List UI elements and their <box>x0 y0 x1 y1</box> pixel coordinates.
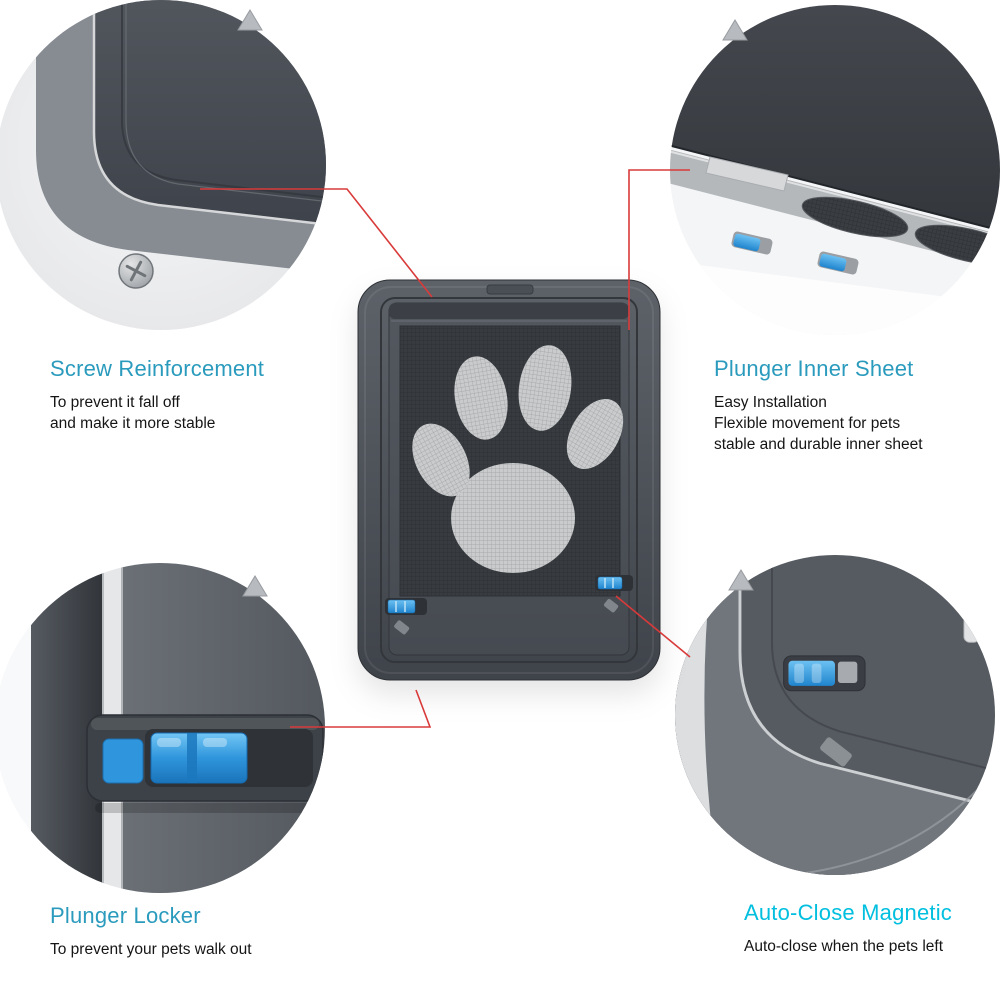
feature-title: Plunger Locker <box>50 903 201 928</box>
paw-print-mesh <box>412 345 624 573</box>
magnetic-detail-art <box>675 555 995 875</box>
right-plunger-slider <box>595 575 633 613</box>
feature-description: Auto-close when the pets left <box>744 936 1000 957</box>
feature-desc-line: Easy Installation <box>714 394 827 411</box>
metal-strip <box>705 156 789 192</box>
feature-title: Plunger Inner Sheet <box>714 356 914 381</box>
feature-description: Easy Installation Flexible movement for … <box>714 392 1000 455</box>
feature-block-auto-close-magnetic: Auto-Close Magnetic Auto-close when the … <box>744 900 1000 957</box>
screw-detail-art <box>0 0 326 330</box>
pet-door-product <box>355 276 665 686</box>
plunger-locker-handle <box>86 714 324 802</box>
feature-description: To prevent your pets walk out <box>50 939 370 960</box>
mesh-oval <box>801 196 909 238</box>
magnetic-latch-slider <box>783 655 866 692</box>
feature-block-screw-reinforcement: Screw Reinforcement To prevent it fall o… <box>50 356 350 434</box>
plunger-locker-detail-art <box>0 563 325 893</box>
feature-desc-line: stable and durable inner sheet <box>714 436 923 453</box>
left-plunger-slider <box>385 598 427 635</box>
feature-block-plunger-locker: Plunger Locker To prevent your pets walk… <box>50 903 370 960</box>
feature-desc-line: To prevent it fall off <box>50 394 180 411</box>
latch-notch <box>963 612 980 643</box>
top-slot <box>486 284 534 295</box>
plunger-slider <box>817 251 859 275</box>
feature-desc-line: To prevent your pets walk out <box>50 941 252 958</box>
feature-desc-line: Flexible movement for pets <box>714 415 901 432</box>
feature-title: Screw Reinforcement <box>50 356 265 381</box>
screw-icon <box>118 253 154 289</box>
feature-description: To prevent it fall off and make it more … <box>50 392 350 434</box>
plunger-slider <box>731 231 773 255</box>
detail-circle-screw-reinforcement <box>0 0 326 330</box>
detail-circle-plunger-inner-sheet <box>670 5 1000 335</box>
feature-title: Auto-Close Magnetic <box>744 900 953 925</box>
detail-circle-auto-close-magnetic <box>675 555 995 875</box>
inner-sheet-detail-art <box>670 5 1000 335</box>
feature-desc-line: and make it more stable <box>50 415 216 432</box>
plunger-tab <box>102 738 144 784</box>
feature-desc-line: Auto-close when the pets left <box>744 938 944 955</box>
plunger-slider-blue <box>150 732 248 784</box>
detail-circle-plunger-locker <box>0 563 325 893</box>
magnet-clip <box>820 737 852 767</box>
pet-door-art <box>357 279 661 681</box>
feature-block-plunger-inner-sheet: Plunger Inner Sheet Easy Installation Fl… <box>714 356 1000 455</box>
